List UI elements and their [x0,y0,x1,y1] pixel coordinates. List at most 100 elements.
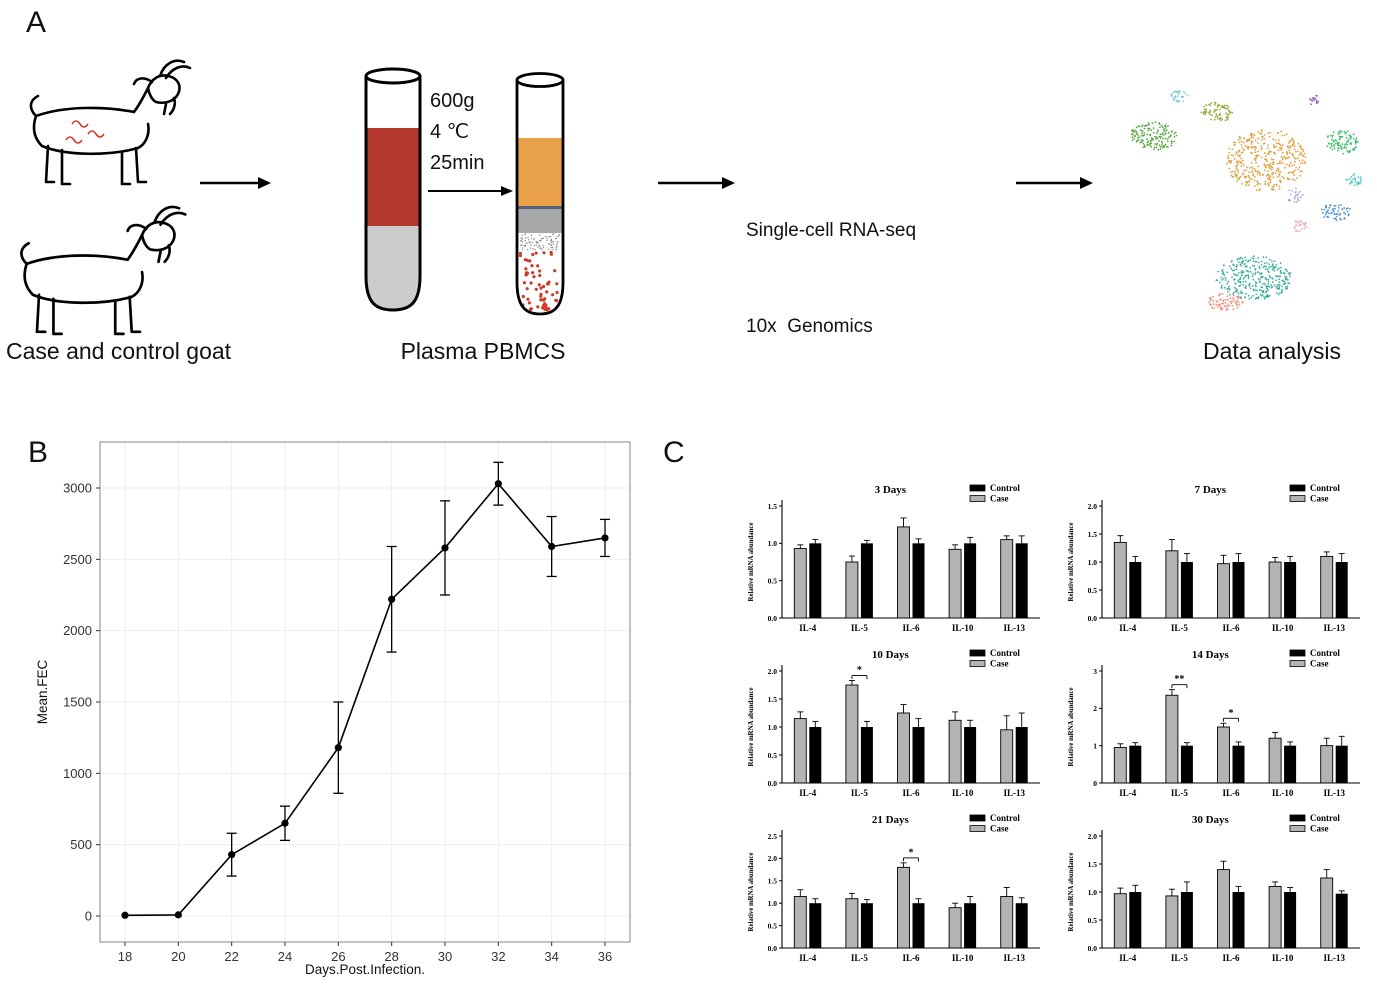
svg-text:Control: Control [1310,813,1340,823]
tubes-caption: Plasma PBMCS [400,338,566,364]
svg-text:IL-5: IL-5 [1171,623,1189,633]
svg-text:IL-6: IL-6 [902,953,920,963]
svg-text:2.0: 2.0 [1088,502,1098,511]
svg-text:7 Days: 7 Days [1195,484,1227,496]
svg-text:IL-6: IL-6 [1222,788,1240,798]
centrifuge-time: 25min [430,152,485,174]
arrow-icon [1016,177,1093,189]
sequencing-line1: Single-cell RNA-seq [746,219,917,241]
svg-text:IL-10: IL-10 [1272,788,1294,798]
goat-icons [20,59,192,336]
svg-text:IL-10: IL-10 [952,953,974,963]
svg-text:Control: Control [990,483,1020,493]
svg-text:2: 2 [1093,704,1097,713]
svg-text:IL-13: IL-13 [1323,788,1345,798]
svg-text:IL-10: IL-10 [952,623,974,633]
svg-text:0: 0 [85,909,92,924]
centrifuge-temperature: 4 ℃ [430,121,470,143]
svg-text:Relative mRNA abundance: Relative mRNA abundance [748,523,755,602]
svg-text:IL-4: IL-4 [799,788,817,798]
centrifuge-settings: 600g 4 ℃ 25min [430,86,484,179]
stipple-dots [519,233,560,251]
svg-text:36: 36 [598,949,612,964]
svg-text:1500: 1500 [63,695,92,710]
svg-text:10 Days: 10 Days [872,649,910,661]
svg-text:0.0: 0.0 [768,779,778,788]
centrifuge-speed: 600g [430,90,475,112]
sequencing-step: Single-cell RNA-seq 10x Genomics [746,150,916,408]
panel-a-label: A [26,6,47,39]
svg-text:IL-4: IL-4 [1119,623,1137,633]
svg-text:Relative mRNA abundance: Relative mRNA abundance [1068,853,1075,932]
svg-text:3000: 3000 [63,481,92,496]
svg-text:0.5: 0.5 [768,751,778,760]
svg-text:0.0: 0.0 [1088,614,1098,623]
svg-text:1.5: 1.5 [1088,530,1098,539]
svg-text:**: ** [1174,674,1184,685]
svg-text:2.5: 2.5 [768,832,778,841]
sequencing-line2: 10x Genomics [746,316,873,338]
svg-text:2.0: 2.0 [1088,832,1098,841]
svg-text:*: * [909,847,914,858]
separated-tube-icon [515,72,565,316]
svg-text:IL-5: IL-5 [851,953,869,963]
svg-text:20: 20 [171,949,185,964]
panel-b-label: B [28,436,49,469]
svg-text:1.0: 1.0 [768,723,778,732]
svg-text:IL-13: IL-13 [1323,953,1345,963]
panel-c-label: C [663,436,685,469]
goats-caption: Case and control goat [6,338,232,364]
svg-text:IL-10: IL-10 [1272,623,1294,633]
svg-text:Relative mRNA abundance: Relative mRNA abundance [1068,688,1075,767]
svg-text:IL-5: IL-5 [851,623,869,633]
umap-caption: Data analysis [1202,338,1342,364]
blood-tube-icon [364,67,422,312]
svg-text:IL-13: IL-13 [1003,788,1025,798]
arrow-icon [658,177,735,189]
svg-text:IL-10: IL-10 [1272,953,1294,963]
svg-text:14 Days: 14 Days [1192,649,1230,661]
svg-text:Days.Post.Infection.: Days.Post.Infection. [305,962,425,977]
svg-text:Control: Control [990,648,1020,658]
svg-text:IL-5: IL-5 [1171,788,1189,798]
svg-text:0.0: 0.0 [768,614,778,623]
svg-text:IL-6: IL-6 [1222,623,1240,633]
svg-text:Control: Control [1310,648,1340,658]
svg-text:Control: Control [1310,483,1340,493]
svg-text:21 Days: 21 Days [872,814,910,826]
svg-text:1.0: 1.0 [1088,558,1098,567]
svg-text:1.0: 1.0 [1088,888,1098,897]
svg-text:30 Days: 30 Days [1192,814,1230,826]
svg-text:IL-13: IL-13 [1003,953,1025,963]
svg-text:1: 1 [1093,741,1097,750]
svg-text:0.5: 0.5 [768,576,778,585]
svg-text:1.5: 1.5 [768,877,778,886]
svg-text:Control: Control [990,813,1020,823]
svg-text:3: 3 [1093,667,1097,676]
umap-cluster-plot [1112,58,1376,340]
parasite-worms-icon [65,120,105,144]
svg-text:0.5: 0.5 [1088,916,1098,925]
svg-text:2000: 2000 [63,623,92,638]
svg-text:28: 28 [384,949,398,964]
svg-text:IL-6: IL-6 [902,623,920,633]
svg-text:0.0: 0.0 [1088,944,1098,953]
svg-text:Relative mRNA abundance: Relative mRNA abundance [748,853,755,932]
svg-text:2.0: 2.0 [768,854,778,863]
svg-text:0: 0 [1093,779,1097,788]
buffy-coat-layer [517,209,563,233]
svg-text:Case: Case [1310,659,1329,669]
case-goat-icon [29,59,192,186]
svg-text:0.5: 0.5 [1088,586,1098,595]
svg-text:1000: 1000 [63,766,92,781]
svg-text:32: 32 [491,949,505,964]
control-goat-icon [20,205,187,336]
svg-text:3 Days: 3 Days [875,484,907,496]
